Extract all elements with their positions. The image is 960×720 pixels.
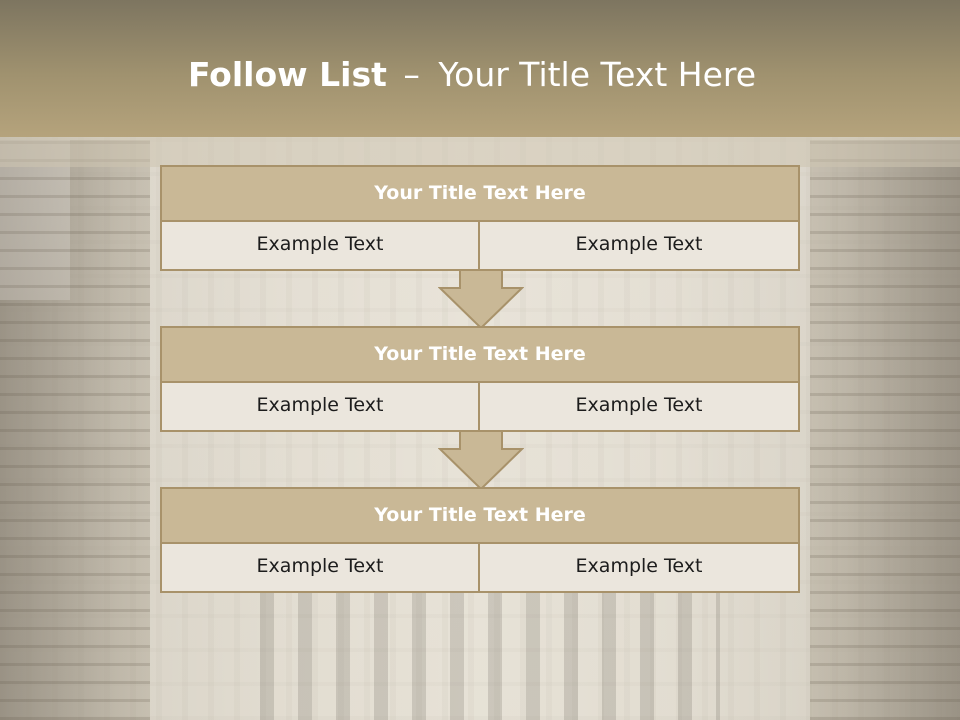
step-block-1: Your Title Text Here Example Text Exampl… [160, 165, 800, 271]
step-title: Your Title Text Here [160, 487, 800, 544]
slide-title-separator: – [403, 55, 420, 94]
step-right-text: Example Text [480, 544, 800, 593]
building-pillar-left [0, 140, 150, 720]
slide-title-rest: Your Title Text Here [438, 55, 757, 94]
building-windows [260, 590, 720, 720]
slide-title-bold: Follow List [187, 55, 387, 94]
down-arrow-icon [438, 270, 524, 330]
step-title: Your Title Text Here [160, 326, 800, 383]
building-pillar-right [810, 140, 960, 720]
step-left-text: Example Text [160, 383, 480, 432]
slide-title: Follow List – Your Title Text Here [0, 52, 944, 98]
step-block-2: Your Title Text Here Example Text Exampl… [160, 326, 800, 432]
step-right-text: Example Text [480, 222, 800, 271]
step-left-text: Example Text [160, 222, 480, 271]
step-title: Your Title Text Here [160, 165, 800, 222]
step-left-text: Example Text [160, 544, 480, 593]
step-block-3: Your Title Text Here Example Text Exampl… [160, 487, 800, 593]
header-strip [0, 137, 960, 167]
down-arrow-icon [438, 431, 524, 491]
step-right-text: Example Text [480, 383, 800, 432]
title-header-band [0, 0, 960, 137]
